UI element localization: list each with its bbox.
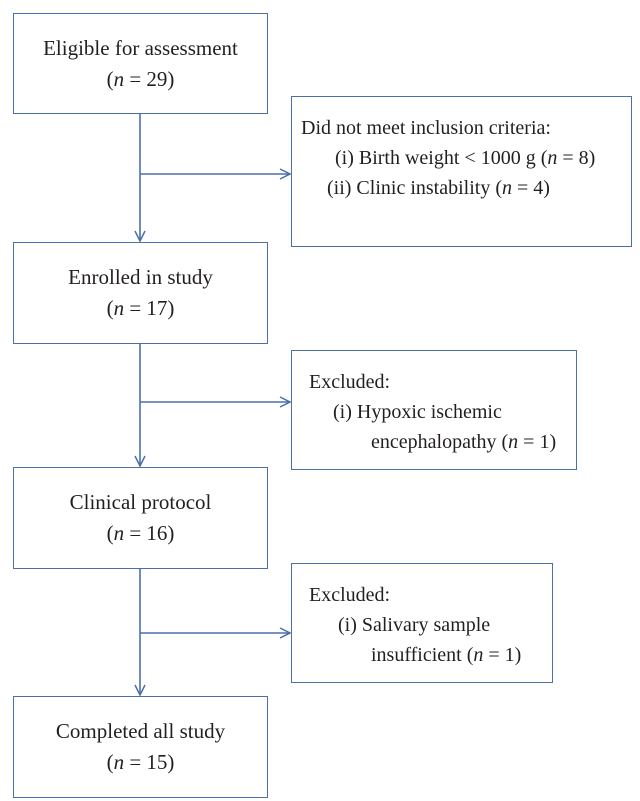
excluded-1-title: Excluded:: [309, 371, 391, 393]
clinical-box: Clinical protocol (n = 16): [13, 467, 268, 569]
excluded-2-line1: (i) Salivary sample: [338, 614, 491, 636]
completed-title: Completed all study: [55, 719, 226, 743]
excluded-2-line2: insufficient (n = 1): [371, 644, 522, 666]
completed-count: (n = 15): [106, 750, 175, 774]
excluded-1-box: Excluded: (i) Hypoxic ischemic encephalo…: [291, 350, 577, 470]
enrolled-count: (n = 17): [106, 296, 175, 320]
clinical-count: (n = 16): [106, 521, 175, 545]
clinical-title: Clinical protocol: [69, 490, 212, 514]
eligible-title: Eligible for assessment: [43, 35, 238, 60]
not-met-title: Did not meet inclusion criteria:: [301, 117, 551, 139]
excluded-2-box: Excluded: (i) Salivary sample insufficie…: [291, 563, 553, 683]
not-met-item-birth-weight: (i) Birth weight < 1000 g (n = 8): [335, 147, 596, 169]
not-met-box: Did not meet inclusion criteria: (i) Bir…: [291, 96, 632, 247]
enrolled-title: Enrolled in study: [68, 265, 213, 289]
not-met-item-instability: (ii) Clinic instability (n = 4): [327, 177, 550, 199]
excluded-2-title: Excluded:: [309, 584, 391, 606]
eligible-count: (n = 29): [106, 66, 175, 91]
eligible-box: Eligible for assessment (n = 29): [13, 13, 268, 114]
enrolled-box: Enrolled in study (n = 17): [13, 242, 268, 344]
excluded-1-line2: encephalopathy (n = 1): [371, 431, 557, 453]
excluded-1-line1: (i) Hypoxic ischemic: [333, 401, 502, 423]
completed-box: Completed all study (n = 15): [13, 696, 268, 798]
